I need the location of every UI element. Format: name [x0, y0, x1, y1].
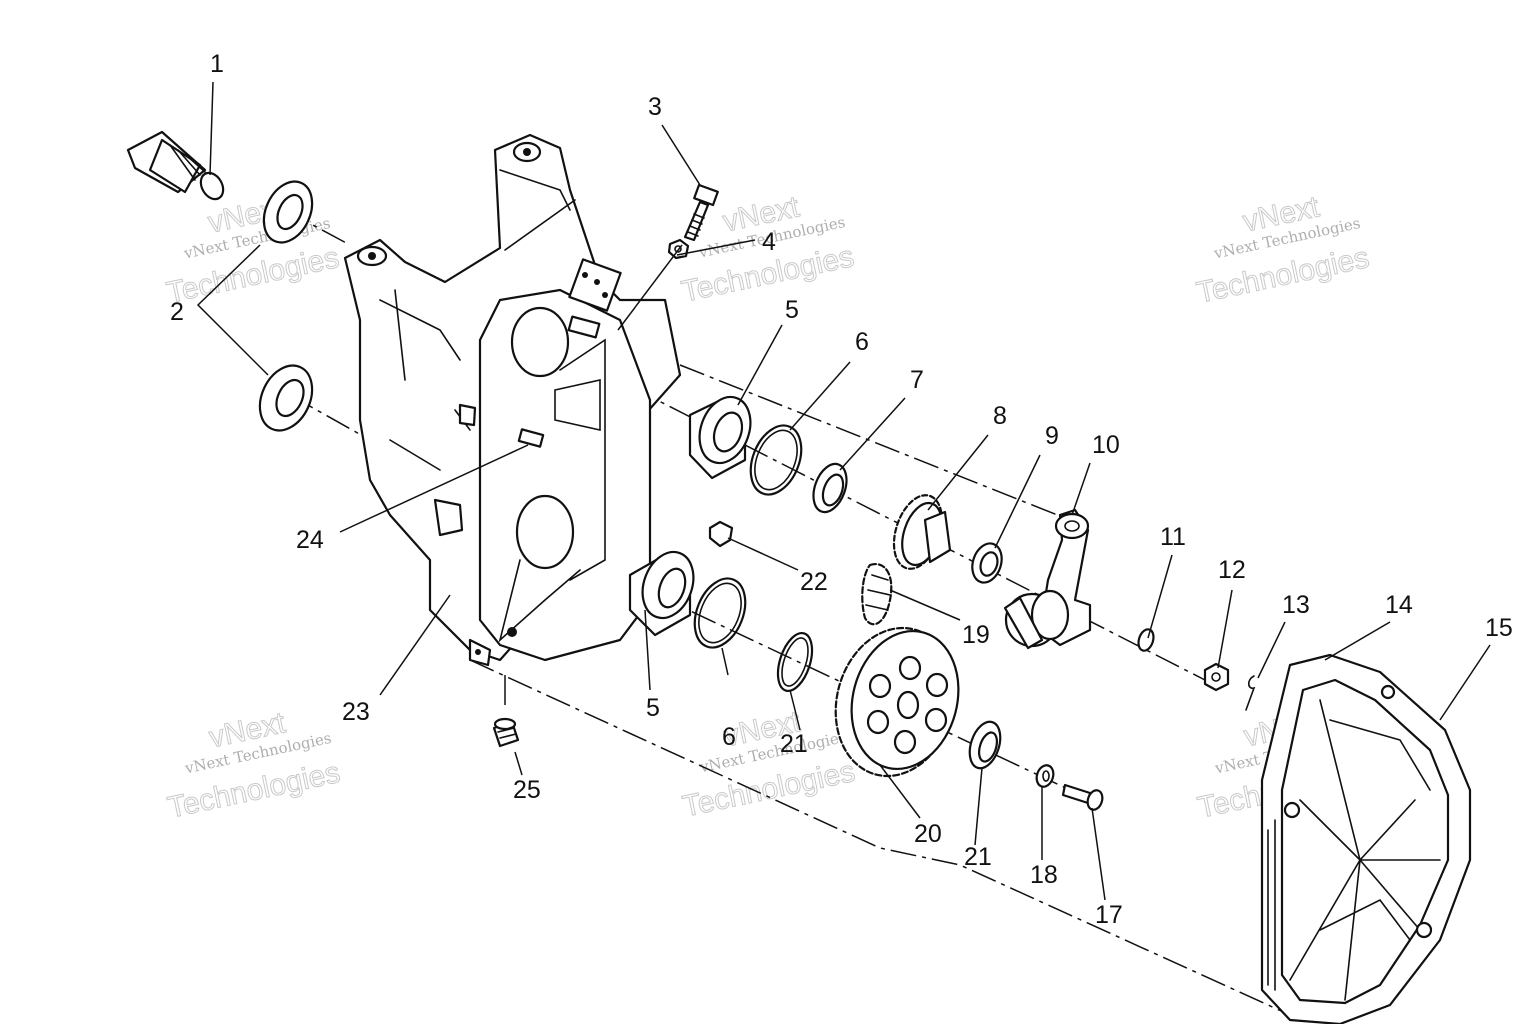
- callout-22: 22: [800, 568, 828, 596]
- callout-15: 15: [1485, 614, 1513, 642]
- callout-18: 18: [1030, 861, 1058, 889]
- callout-5-lower: 5: [646, 694, 660, 722]
- nut-part-22: [708, 520, 734, 548]
- cap-nut-part-25: [492, 717, 520, 748]
- watermark-bottom-left: vNext vNext Technologies Technologies: [164, 706, 343, 825]
- cotter-pin-part-13: [1245, 675, 1256, 711]
- washer-part-7: [812, 462, 848, 514]
- callout-17: 17: [1095, 901, 1123, 929]
- shaft-part-1: [126, 130, 225, 201]
- callout-24: 24: [296, 526, 324, 554]
- callout-19: 19: [962, 621, 990, 649]
- washer-part-21-right: [968, 720, 1002, 770]
- callout-23: 23: [342, 698, 370, 726]
- washer-part-21-middle: [776, 631, 814, 693]
- snap-ring-part-6-upper: [749, 424, 803, 496]
- callout-labels: 1 2 3 4 5 6 7 8 9 10 11 12 13 14 15 17 1…: [170, 50, 1513, 929]
- dowel-pin-part-24: [517, 315, 601, 448]
- seal-part-2-lower: [258, 364, 314, 432]
- callout-14: 14: [1385, 591, 1413, 619]
- callout-5-upper: 5: [785, 296, 799, 324]
- callout-3: 3: [648, 93, 662, 121]
- chain-part-19: [861, 562, 893, 626]
- callout-25: 25: [513, 776, 541, 804]
- callout-4: 4: [762, 228, 776, 256]
- nut-part-12: [1203, 662, 1230, 692]
- sprocket-part-20: [834, 626, 960, 778]
- callout-2: 2: [170, 298, 184, 326]
- chaincase-cover-part-15: [1260, 653, 1472, 1024]
- callout-20: 20: [914, 820, 942, 848]
- callout-12: 12: [1218, 556, 1246, 584]
- tensioner-arm-part-10: [1003, 508, 1092, 650]
- washer-part-9: [971, 542, 1003, 584]
- watermark-bottom-center: vNext vNext Technologies Technologies: [679, 705, 858, 824]
- callout-6-upper: 6: [855, 328, 869, 356]
- callout-13: 13: [1282, 591, 1310, 619]
- watermark-top-left: vNext vNext Technologies Technologies: [163, 191, 342, 310]
- callout-7: 7: [910, 366, 924, 394]
- callout-21-right: 21: [964, 843, 992, 871]
- seal-part-2-upper: [262, 180, 314, 244]
- callout-1: 1: [210, 50, 224, 78]
- callout-10: 10: [1092, 431, 1120, 459]
- bolt-part-3: [683, 183, 719, 242]
- callout-9: 9: [1045, 422, 1059, 450]
- callout-8: 8: [993, 402, 1007, 430]
- washer-part-18: [1035, 764, 1055, 788]
- leader-lines: [196, 81, 1491, 901]
- chaincase-housing-part-23: [343, 133, 682, 667]
- bolt-part-17: [1061, 783, 1104, 811]
- snap-ring-part-6-lower: [693, 577, 747, 649]
- callout-6-lower: 6: [722, 723, 736, 751]
- watermark-top-right: vNext vNext Technologies Technologies: [1193, 190, 1372, 311]
- washer-part-11: [1137, 628, 1155, 652]
- sprocket-part-8: [892, 494, 952, 570]
- bearing-part-5-lower: [628, 550, 695, 637]
- bearing-part-5-upper: [688, 395, 752, 480]
- callout-21-middle: 21: [780, 730, 808, 758]
- callout-11: 11: [1160, 523, 1186, 551]
